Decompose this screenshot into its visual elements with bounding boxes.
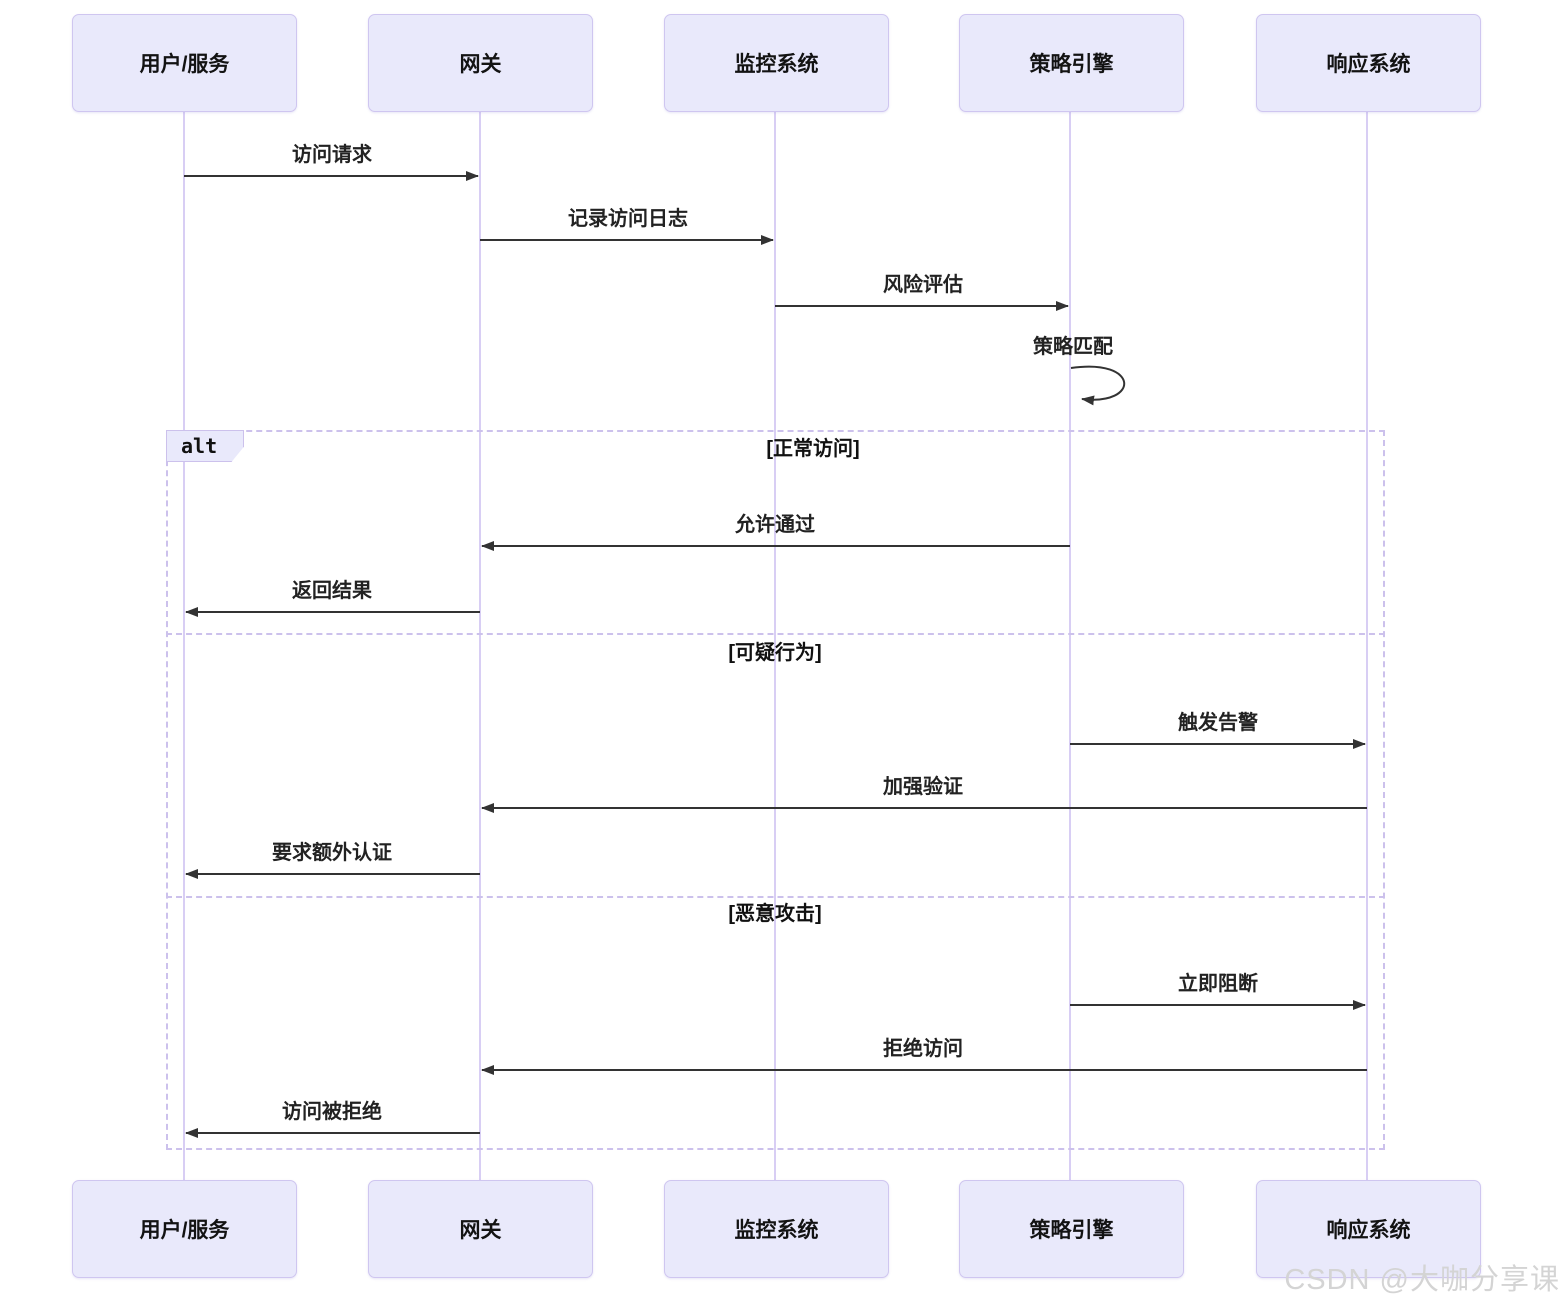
actor-top-user: 用户/服务 xyxy=(72,14,297,112)
actor-label: 用户/服务 xyxy=(139,1219,230,1242)
message-label-access-denied: 访问被拒绝 xyxy=(282,1101,382,1123)
message-label-trigger-alert: 触发告警 xyxy=(1178,712,1258,734)
lifeline-monitor xyxy=(774,110,776,1180)
message-label-allow-pass: 允许通过 xyxy=(735,514,815,536)
alt-fragment-frame xyxy=(166,430,1385,1150)
actor-top-response: 响应系统 xyxy=(1256,14,1481,112)
actor-label: 监控系统 xyxy=(734,53,819,76)
message-label-require-extra-auth: 要求额外认证 xyxy=(272,842,392,864)
actor-bottom-user: 用户/服务 xyxy=(72,1180,297,1278)
message-label-return-result: 返回结果 xyxy=(292,580,372,602)
actor-label: 监控系统 xyxy=(734,1219,819,1242)
actor-bottom-response: 响应系统 xyxy=(1256,1180,1481,1278)
csdn-watermark: CSDN @大咖分享课 xyxy=(1284,1264,1560,1296)
lifeline-gateway xyxy=(479,110,481,1180)
alt-section-divider xyxy=(166,633,1385,635)
alt-condition-malicious: [恶意攻击] xyxy=(728,903,822,925)
message-label-log-access: 记录访问日志 xyxy=(568,208,688,230)
actor-bottom-gateway: 网关 xyxy=(368,1180,593,1278)
actor-label: 网关 xyxy=(459,53,502,76)
alt-condition-suspicious: [可疑行为] xyxy=(728,642,822,664)
message-label-access-request: 访问请求 xyxy=(292,144,372,166)
message-label-policy-match: 策略匹配 xyxy=(1033,336,1113,358)
actor-label: 网关 xyxy=(459,1219,502,1242)
lifeline-user xyxy=(183,110,185,1180)
lifeline-policy xyxy=(1069,110,1071,1180)
message-label-deny-access: 拒绝访问 xyxy=(883,1038,963,1060)
actor-bottom-policy: 策略引擎 xyxy=(959,1180,1184,1278)
actor-label: 策略引擎 xyxy=(1029,1219,1114,1242)
message-label-strengthen-verify: 加强验证 xyxy=(883,776,963,798)
actor-top-policy: 策略引擎 xyxy=(959,14,1184,112)
lifeline-response xyxy=(1366,110,1368,1180)
message-label-block-immediately: 立即阻断 xyxy=(1178,973,1258,995)
alt-section-divider xyxy=(166,896,1385,898)
actor-label: 响应系统 xyxy=(1326,53,1411,76)
alt-condition-normal: [正常访问] xyxy=(766,438,860,460)
message-label-risk-assessment: 风险评估 xyxy=(883,274,963,296)
actor-top-gateway: 网关 xyxy=(368,14,593,112)
actor-label: 响应系统 xyxy=(1326,1219,1411,1242)
actor-top-monitor: 监控系统 xyxy=(664,14,889,112)
actor-label: 策略引擎 xyxy=(1029,53,1114,76)
arrow-policy-match-selfloop xyxy=(1070,365,1126,406)
alt-keyword: alt xyxy=(181,434,218,458)
alt-fragment-label: alt xyxy=(166,430,244,462)
actor-label: 用户/服务 xyxy=(139,53,230,76)
actor-bottom-monitor: 监控系统 xyxy=(664,1180,889,1278)
